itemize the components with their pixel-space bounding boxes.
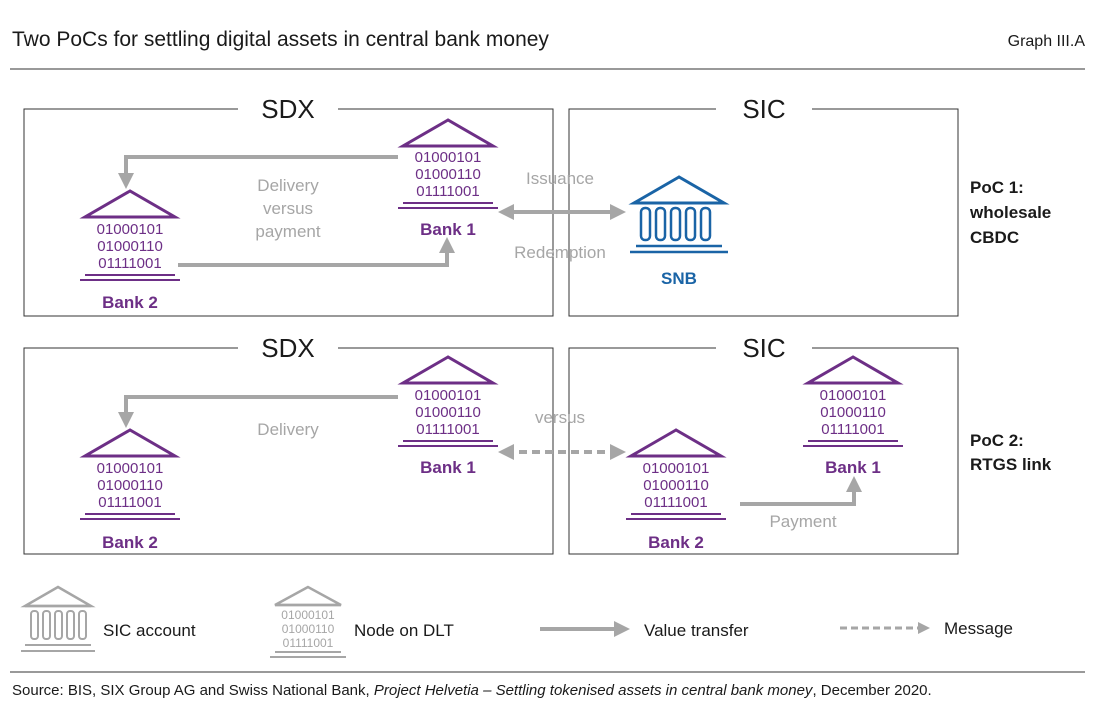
poc2-sdx-bank1-node: 01000101 01000110 01111001 Bank 1 [397, 355, 499, 477]
node-code: 01000110 [282, 622, 335, 636]
poc2-label-line1: PoC 2: [970, 431, 1024, 450]
node-code: 01000110 [415, 404, 481, 421]
poc1-dvp-line2: versus [263, 199, 313, 218]
poc2-sdx-bank2-node: 01000101 01000110 01111001 Bank 2 [79, 428, 181, 552]
node-code: 01000101 [643, 460, 710, 477]
node-code: 01000110 [643, 477, 709, 494]
poc1-sdx-title: SDX [261, 94, 314, 124]
node-code: 01111001 [416, 183, 479, 200]
poc2-sic-bank2-node: 01000101 01000110 01111001 Bank 2 [625, 428, 727, 552]
bank-label: Bank 2 [648, 533, 704, 552]
poc1-label-line2: wholesale [969, 203, 1051, 222]
bank-label: Bank 2 [102, 293, 158, 312]
poc1-sic-panel: SIC [568, 94, 959, 317]
poc1-delivery-arrow [118, 155, 398, 189]
node-code: 01111001 [98, 255, 161, 272]
graph-label: Graph III.A [1007, 33, 1085, 50]
source-note: Source: BIS, SIX Group AG and Swiss Nati… [12, 682, 932, 699]
poc2-delivery-arrow [118, 395, 398, 428]
legend-value-transfer-label: Value transfer [644, 621, 749, 640]
node-code: 01000110 [97, 238, 163, 255]
node-code: 01000101 [97, 460, 164, 477]
snb-label: SNB [661, 269, 697, 288]
poc2-sic-panel: SIC [568, 333, 959, 555]
poc2-sdx-panel: SDX [23, 333, 554, 555]
node-code: 01000110 [415, 166, 481, 183]
bank-label: Bank 2 [102, 533, 158, 552]
poc1-payment-arrow [178, 237, 455, 267]
poc2-label-line2: RTGS link [970, 455, 1052, 474]
page-title: Two PoCs for settling digital assets in … [12, 28, 549, 51]
node-code: 01000110 [820, 404, 886, 421]
delivery-label: Delivery [257, 420, 319, 439]
node-code: 01000110 [97, 477, 163, 494]
bank-label: Bank 1 [420, 458, 476, 477]
poc1-sdx-bank2-node: 01000101 01000110 01111001 Bank 2 [79, 189, 181, 312]
legend-sic-account-label: SIC account [103, 621, 196, 640]
poc2-sdx-title: SDX [261, 333, 314, 363]
poc2-sic-title: SIC [742, 333, 785, 363]
node-code: 01111001 [644, 494, 707, 511]
source-suffix: , December 2020. [812, 682, 932, 699]
poc1-dvp-line1: Delivery [257, 176, 319, 195]
legend-node-icon: 01000101 01000110 01111001 [270, 585, 346, 658]
versus-label: versus [535, 408, 585, 427]
poc2-sic-bank1-node: 01000101 01000110 01111001 Bank 1 [802, 355, 904, 477]
bank-label: Bank 1 [420, 220, 476, 239]
source-title: Project Helvetia – Settling tokenised as… [373, 682, 813, 699]
legend-sic-account-icon [20, 585, 96, 652]
bank-label: Bank 1 [825, 458, 881, 477]
poc1-label-line1: PoC 1: [970, 178, 1024, 197]
node-code: 01111001 [416, 421, 479, 438]
node-code: 01000101 [415, 149, 482, 166]
poc1-dvp-line3: payment [255, 222, 320, 241]
poc1-label-line3: CBDC [970, 228, 1019, 247]
node-code: 01000101 [97, 221, 164, 238]
source-prefix: Source: BIS, SIX Group AG and Swiss Nati… [12, 682, 374, 699]
node-code: 01000101 [281, 608, 335, 622]
node-code: 01000101 [820, 387, 887, 404]
legend-node-label: Node on DLT [354, 621, 454, 640]
payment-label: Payment [769, 512, 836, 531]
snb-bank-icon: SNB [628, 175, 730, 288]
poc1-sic-title: SIC [742, 94, 785, 124]
legend-message-label: Message [944, 619, 1013, 638]
issuance-label: Issuance [526, 169, 594, 188]
node-code: 01111001 [821, 421, 884, 438]
node-code: 01111001 [98, 494, 161, 511]
node-code: 01000101 [415, 387, 482, 404]
redemption-label: Redemption [514, 243, 606, 262]
poc1-sdx-bank1-node: 01000101 01000110 01111001 Bank 1 [397, 118, 499, 239]
node-code: 01111001 [283, 636, 334, 650]
poc2-payment-arrow [740, 476, 862, 506]
poc1-sdx-panel: SDX [23, 94, 554, 317]
